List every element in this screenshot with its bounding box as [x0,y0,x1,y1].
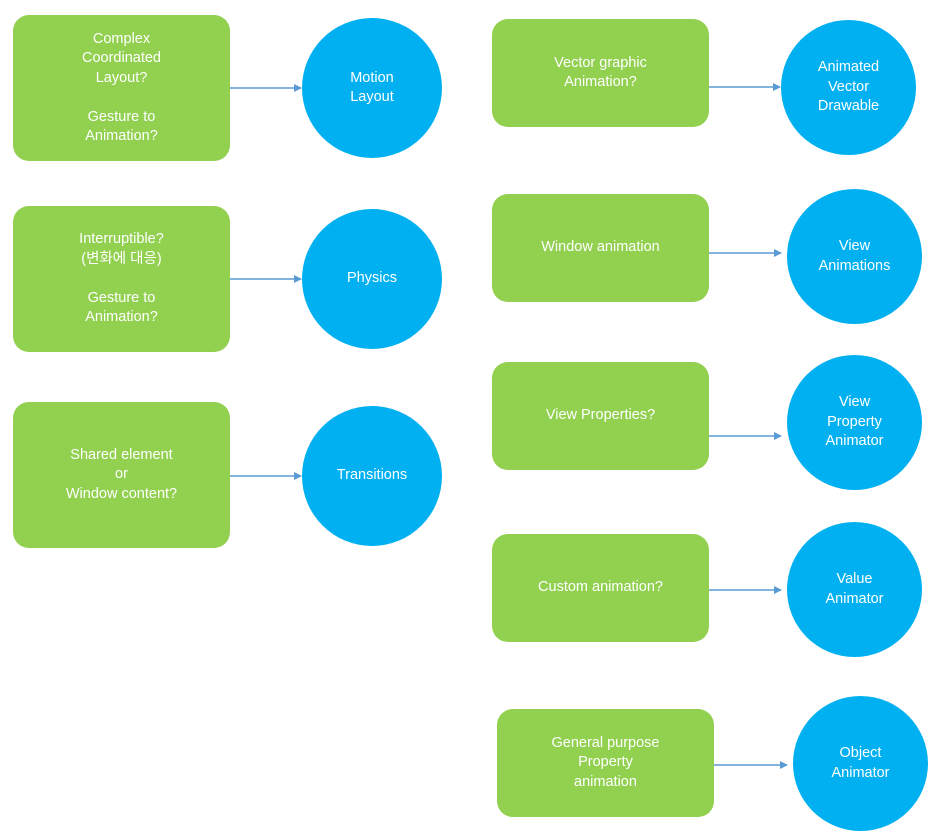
question-box-interruptible: Interruptible? (변화에 대응) Gesture to Anima… [13,206,230,352]
question-box-view-properties: View Properties? [492,362,709,470]
question-box-custom-animation: Custom animation? [492,534,709,642]
answer-circle-motion-layout: Motion Layout [302,18,442,158]
question-box-complex-layout: Complex Coordinated Layout? Gesture to A… [13,15,230,161]
answer-circle-animated-vector-drawable: Animated Vector Drawable [781,20,916,155]
question-box-general-purpose: General purpose Property animation [497,709,714,817]
answer-circle-transitions: Transitions [302,406,442,546]
question-box-vector-graphic: Vector graphic Animation? [492,19,709,127]
answer-circle-object-animator: Object Animator [793,696,928,831]
question-box-window-animation: Window animation [492,194,709,302]
question-box-shared-element: Shared element or Window content? [13,402,230,548]
answer-circle-view-animations: View Animations [787,189,922,324]
answer-circle-value-animator: Value Animator [787,522,922,657]
answer-circle-physics: Physics [302,209,442,349]
answer-circle-view-property-animator: View Property Animator [787,355,922,490]
